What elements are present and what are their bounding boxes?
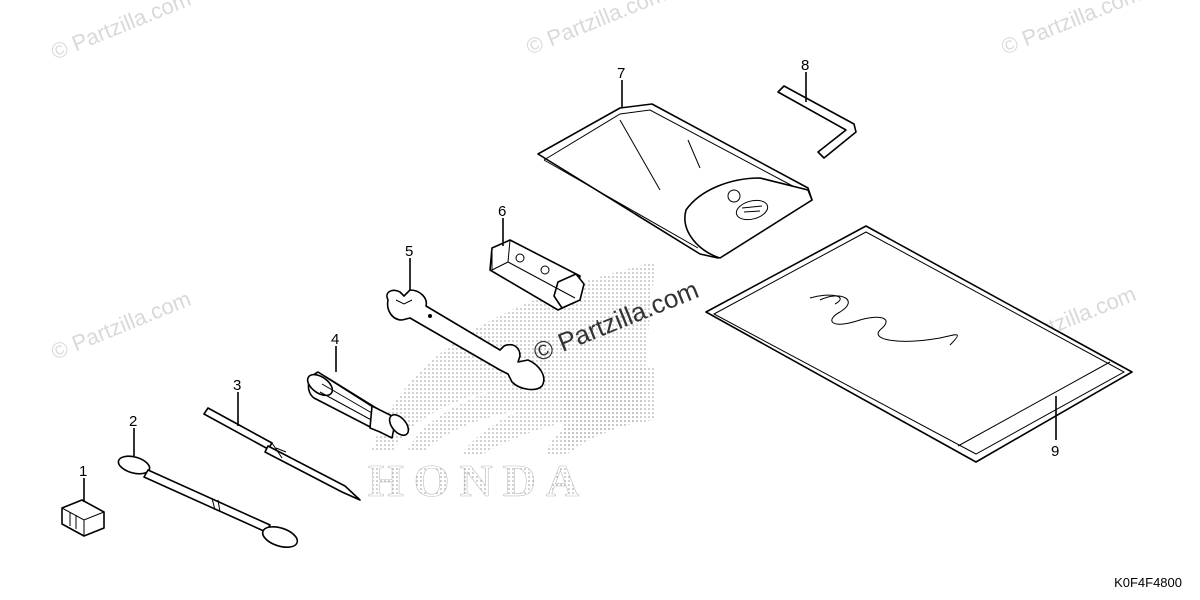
callout-6: 6	[498, 203, 506, 220]
callout-3: 3	[233, 377, 241, 394]
watermark-top-right: © Partzilla.com	[998, 0, 1145, 60]
callout-2: 2	[129, 413, 137, 430]
part-1-clip	[61, 499, 105, 537]
callout-4: 4	[331, 331, 339, 348]
part-5-wrench	[386, 289, 545, 391]
part-7-tool-bag	[537, 103, 813, 259]
watermark-top-left: © Partzilla.com	[48, 0, 195, 65]
wing-shape-lower	[560, 366, 655, 450]
leader-lines	[83, 72, 1057, 502]
callout-5: 5	[405, 243, 413, 260]
watermark-top-center: © Partzilla.com	[523, 0, 670, 60]
part-8-hex-key	[777, 85, 857, 159]
callout-1: 1	[79, 463, 87, 480]
honda-wordmark: HONDA	[368, 455, 589, 506]
part-6-socket-wrench	[489, 239, 585, 311]
callout-8: 8	[801, 57, 809, 74]
part-9-manual	[705, 225, 1133, 463]
part-2-handle	[117, 455, 299, 549]
watermark-mid-left: © Partzilla.com	[48, 286, 195, 365]
diagram-code: K0F4F4800	[1114, 575, 1182, 590]
callout-7: 7	[617, 65, 625, 82]
part-3-screwdriver-shaft	[203, 407, 361, 501]
callout-9: 9	[1051, 443, 1059, 460]
part-4-screwdriver-handle	[306, 371, 410, 439]
callout-numbers: 1 2 3 4 5 6 7 8 9	[79, 57, 1059, 480]
